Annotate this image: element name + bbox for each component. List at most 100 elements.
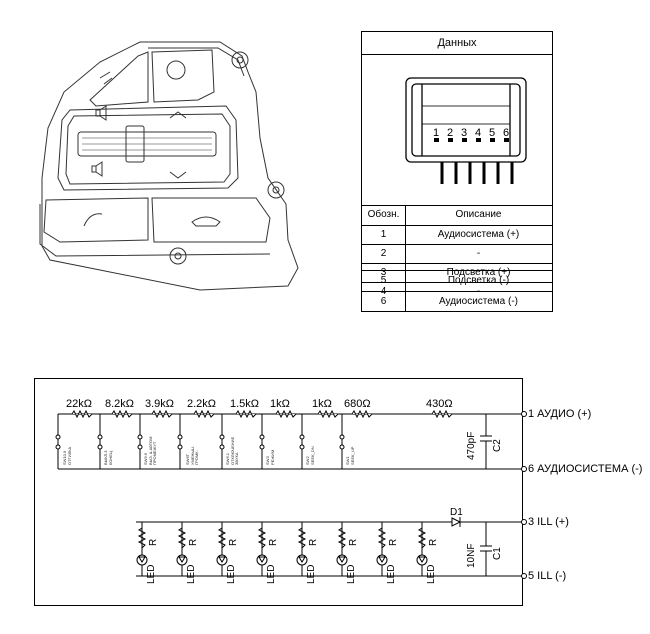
pin-label-6: 6 <box>503 127 509 139</box>
led-resistor <box>137 527 147 549</box>
connector-drawing: 1 2 3 4 5 6 <box>362 54 552 206</box>
led-arrow <box>378 556 386 563</box>
switch-contact <box>259 434 265 440</box>
led-text: LED <box>426 564 437 584</box>
pin-audio-plus: 1 АУДИО (+) <box>528 408 592 420</box>
pin-label-5: 5 <box>489 127 495 139</box>
pin-label-4: 4 <box>475 127 481 139</box>
connector-rows-tail: 5 Подсветка (-) 6 Аудиосистема (-) <box>361 270 553 312</box>
led-resistor <box>297 527 307 549</box>
resistor-symbol <box>351 409 373 419</box>
led-resistor <box>257 527 267 549</box>
switch-contact <box>137 434 143 440</box>
table-row: 2- <box>362 244 552 264</box>
pin-ill-plus: 3 ILL (+) <box>528 516 569 528</box>
resistor-symbol <box>235 409 257 419</box>
switch-label: SW3 РЕЖИМ <box>265 449 275 465</box>
pin-ill-minus: 5 ILL (-) <box>528 570 567 582</box>
r-text: R <box>388 538 399 546</box>
row-number: 1 <box>362 225 406 244</box>
led-arrow <box>258 556 266 563</box>
led-text: LED <box>146 564 157 584</box>
resistor-symbol <box>275 409 297 419</box>
led-resistor <box>217 527 227 549</box>
switch-label: SW6.1 ОТКЛЮЧЕНИЕ ЗВУКА <box>225 436 239 465</box>
switch-contact <box>299 444 305 450</box>
r-text: R <box>188 538 199 546</box>
resistor-value: 1kΩ <box>270 398 290 410</box>
c1-label: C1 <box>492 547 503 560</box>
table-row: 5 Подсветка (-) <box>361 270 553 291</box>
table-row: 1 Аудиосистема (+) <box>362 225 552 245</box>
resistor-value: 22kΩ <box>66 398 92 410</box>
r-text: R <box>428 538 439 546</box>
resistor-value: 1.5kΩ <box>230 398 260 410</box>
diode-symbol <box>451 517 462 527</box>
switch-label: SW6T УМЕНЬШ. ГРОМК. <box>185 446 199 465</box>
switch-contact <box>259 444 265 450</box>
switch-contact <box>219 444 225 450</box>
resistor-symbol <box>193 409 215 419</box>
led-text: LED <box>346 564 357 584</box>
led-resistor <box>417 527 427 549</box>
schematic-frame <box>34 378 523 606</box>
r-text: R <box>148 538 159 546</box>
row-description: Подсветка (+) <box>446 267 511 278</box>
switch-contact <box>299 434 305 440</box>
switch-label: SW1 SEEK_UP <box>345 446 355 465</box>
switch-contact <box>339 444 345 450</box>
switch-label: ВЫКЛ.3 КОНЕЦ <box>103 450 113 466</box>
resistor-symbol <box>111 409 133 419</box>
steering-switch-illustration <box>30 28 320 298</box>
connector-svg: 1 2 3 4 5 6 <box>405 77 527 184</box>
resistor-value: 430Ω <box>426 398 453 410</box>
led-text: LED <box>386 564 397 584</box>
switch-drawing-svg <box>39 41 299 291</box>
switch-contact <box>55 444 61 450</box>
led-arrow <box>218 556 226 563</box>
row-description: Аудиосистема (+) <box>437 229 520 240</box>
switch-contact <box>177 434 183 440</box>
pin-audio-minus: 6 АУДИОСИСТЕМА (-) <box>528 463 643 475</box>
switch-contact <box>97 434 103 440</box>
resistor-value: 2.2kΩ <box>187 398 217 410</box>
switch-label: SW9.9 ВЫЗ. & АВТОМ ПРОМЕЖУТ <box>143 436 157 465</box>
col-header-number: Обозн. <box>362 205 406 226</box>
switch-contact <box>137 444 143 450</box>
switch-contact <box>219 434 225 440</box>
row-number: 6 <box>362 292 406 311</box>
c1-value: 10NF <box>466 543 477 568</box>
led-resistor <box>337 527 347 549</box>
table-row: 6 Аудиосистема (-) <box>361 291 553 312</box>
led-arrow <box>138 556 146 563</box>
switch-contact <box>97 444 103 450</box>
resistor-value: 1kΩ <box>312 398 332 410</box>
switch-contact <box>55 434 61 440</box>
row-number: 5 <box>362 271 406 291</box>
switch-label: SW2 SEEK_DN <box>305 446 315 465</box>
resistor-value: 8.2kΩ <box>105 398 135 410</box>
c2-value: 470pF <box>466 431 477 460</box>
led-arrow <box>178 556 186 563</box>
r-text: R <box>228 538 239 546</box>
led-text: LED <box>186 564 197 584</box>
r-text: R <box>348 538 359 546</box>
col-header-description: Описание <box>405 205 552 226</box>
r-text: R <box>268 538 279 546</box>
row-description: Аудиосистема (-) <box>438 296 519 307</box>
connector-title: Данных <box>362 32 552 55</box>
row-number: 2 <box>362 244 406 263</box>
led-text: LED <box>266 564 277 584</box>
resistor-value: 680Ω <box>344 398 371 410</box>
pin-label-2: 2 <box>447 127 453 139</box>
row-description: Подсветка (-) <box>447 275 510 286</box>
pin-label-3: 3 <box>461 127 467 139</box>
resistor-symbol <box>151 409 173 419</box>
led-arrow <box>338 556 346 563</box>
resistor-symbol <box>431 409 453 419</box>
led-text: LED <box>306 564 317 584</box>
r-text: R <box>308 538 319 546</box>
row-description: - <box>476 248 481 259</box>
led-text: LED <box>226 564 237 584</box>
